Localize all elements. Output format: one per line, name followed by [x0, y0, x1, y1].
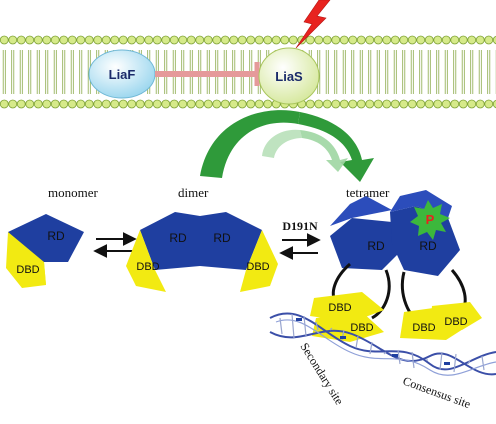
liaf-label: LiaF: [109, 67, 136, 82]
tetramer-label: tetramer: [346, 185, 390, 200]
tetramer-dbd-3-label: DBD: [412, 322, 435, 334]
consensus-site-label: Consensus site: [401, 374, 473, 411]
mutation-label: D191N: [282, 219, 318, 233]
phospho-star-icon: [410, 200, 450, 240]
tetramer: RD RD P DBD DBD DBD DBD: [310, 190, 482, 342]
lias-label: LiaS: [275, 69, 303, 84]
tetramer-dbd-1-label: DBD: [328, 302, 351, 314]
dimer: RD RD DBD DBD: [126, 212, 278, 292]
dimer-label: dimer: [178, 185, 209, 200]
signal-bolt-icon: [295, 0, 331, 49]
monomer-dbd-label: DBD: [16, 264, 39, 276]
dimer-tetramer-equilibrium: [279, 233, 321, 260]
secondary-site-label: Secondary site: [297, 340, 346, 407]
dna-helix: [269, 312, 496, 376]
tetramer-dbd-2-label: DBD: [350, 322, 373, 334]
tetramer-dbd-4-label: DBD: [444, 316, 467, 328]
phosphorylation-arrows: [200, 110, 374, 182]
dimer-dbd-left-label: DBD: [136, 261, 159, 273]
monomer: RD DBD: [6, 214, 84, 288]
monomer-rd-label: RD: [47, 229, 65, 243]
inhibition-connector: [155, 62, 260, 86]
liaf-protein: LiaF: [88, 49, 156, 99]
dimer-rd-right-label: RD: [213, 231, 231, 245]
lias-protein: LiaS: [258, 47, 320, 105]
dimer-dbd-right-label: DBD: [246, 261, 269, 273]
tetramer-rd-right-label: RD: [419, 239, 437, 253]
dimer-rd-left-label: RD: [169, 231, 187, 245]
phospho-label: P: [426, 212, 435, 227]
monomer-dimer-equilibrium: [93, 232, 137, 258]
tetramer-rd-left-label: RD: [367, 239, 385, 253]
monomer-label: monomer: [48, 185, 98, 200]
